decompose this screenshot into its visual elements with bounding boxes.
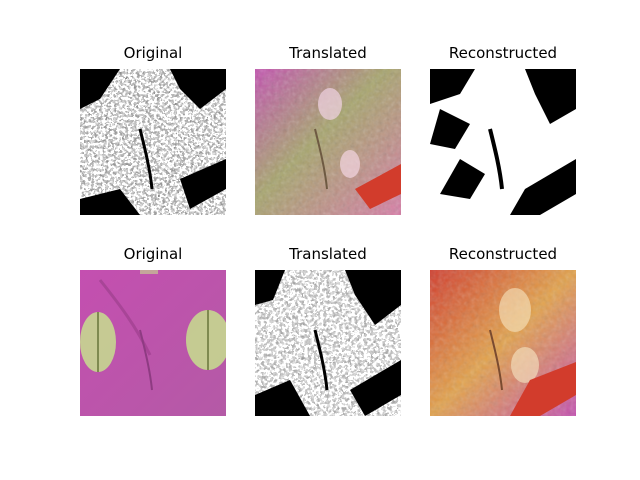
panel-title: Translated	[289, 44, 367, 62]
green-motif-right	[186, 310, 226, 370]
panel-title: Reconstructed	[448, 44, 558, 62]
panel-title: Reconstructed	[448, 245, 558, 263]
original-bw-image	[80, 69, 226, 215]
reconstructed-color-image	[430, 270, 576, 416]
translated-bw-image	[255, 270, 401, 416]
panel-title: Original	[123, 245, 183, 263]
reconstructed-bw-image	[430, 69, 576, 215]
translated-color-image	[255, 69, 401, 215]
green-motif-left	[80, 312, 116, 372]
panel-title: Translated	[289, 245, 367, 263]
panel-title: Original	[123, 44, 183, 62]
original-magenta-image	[80, 270, 226, 416]
